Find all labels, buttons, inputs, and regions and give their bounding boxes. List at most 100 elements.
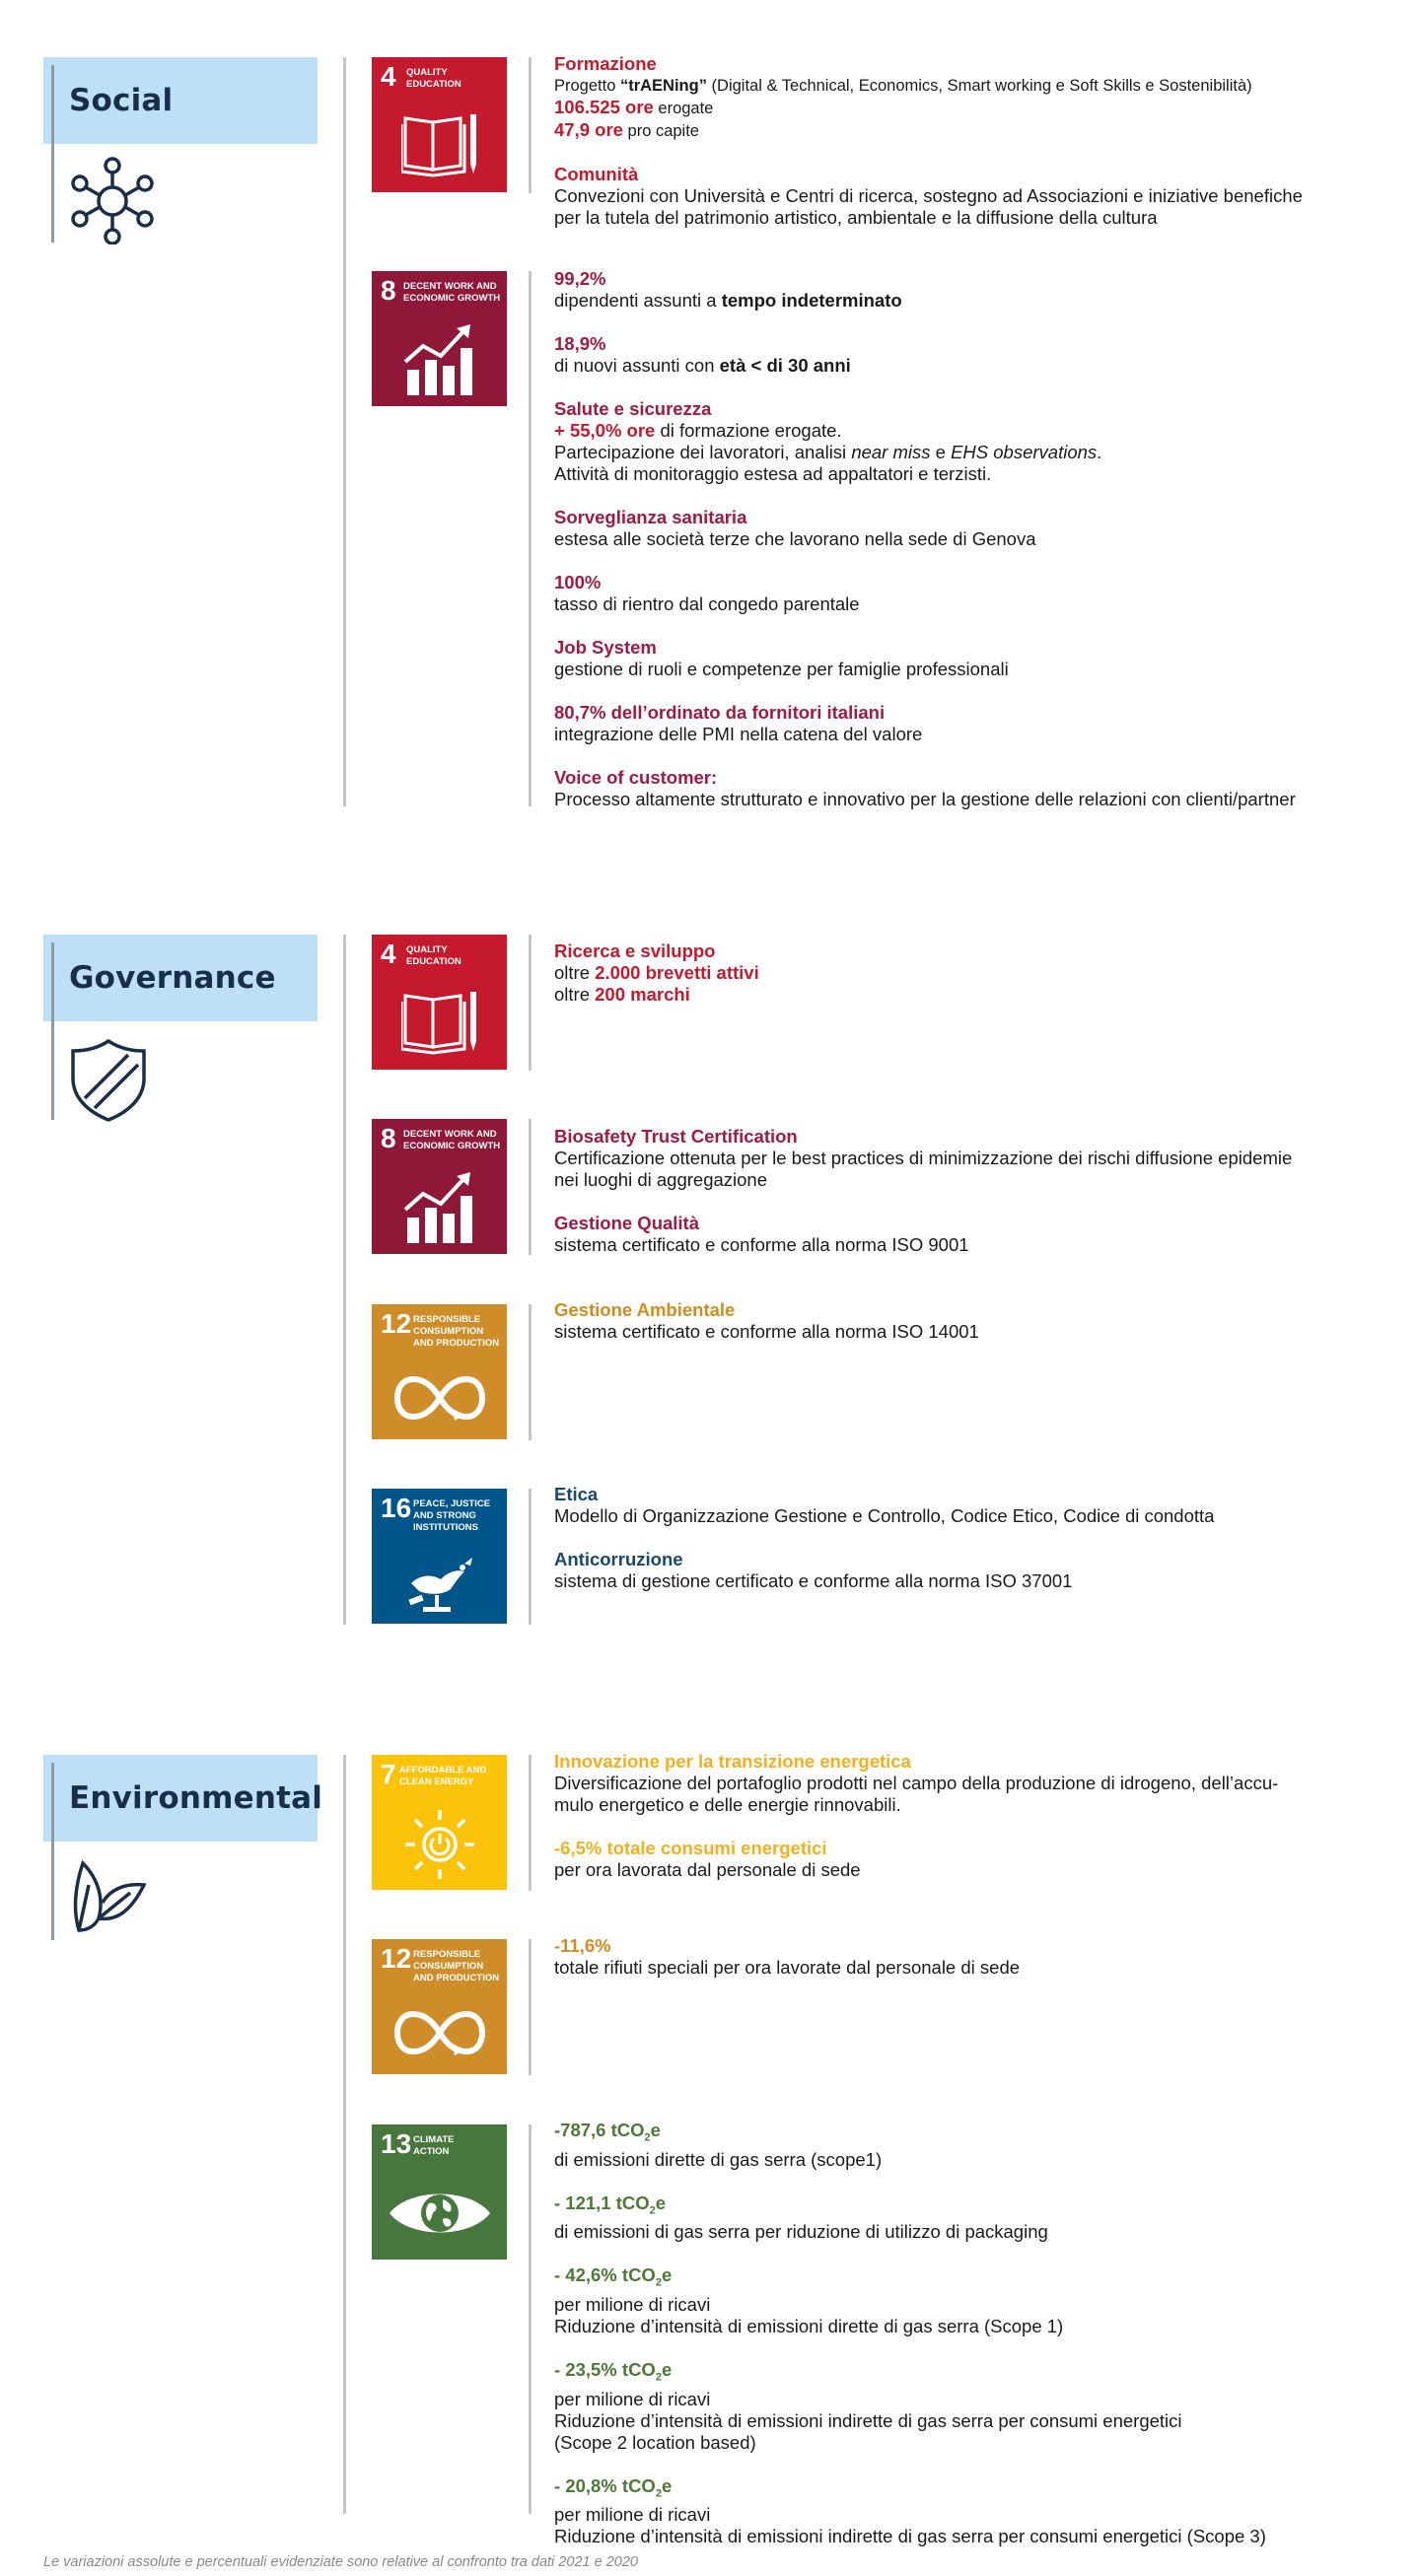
co2-unit-e: e: [655, 2192, 667, 2213]
section-label-environmental: Environmental: [43, 1755, 322, 1842]
qual-text: sistema certificato e conforme alla norm…: [554, 1234, 969, 1255]
sdg-number: 12: [381, 1943, 412, 1974]
sorv-text: estesa alle società terze che lavorano n…: [554, 528, 1036, 549]
biosafety-block: Biosafety Trust Certification Certificaz…: [554, 1126, 1402, 1191]
salute-line2-post: .: [1097, 442, 1102, 462]
consumi-block: -6,5% totale consumi energetici per ora …: [554, 1838, 1402, 1881]
sdg-label: PEACE, JUSTICE AND STRONG INSTITUTIONS: [413, 1498, 491, 1533]
sdg-number: 12: [381, 1308, 412, 1339]
social-text-top: Formazione Progetto “trAENing” (Digital …: [554, 53, 1402, 250]
job-text: gestione di ruoli e competenze per famig…: [554, 659, 1009, 679]
sdg-number: 13: [381, 2128, 412, 2159]
fornitori-block: 80,7% dell’ordinato da fornitori italian…: [554, 702, 1402, 745]
co2-sub: 2: [649, 2204, 656, 2217]
voice-text: Processo altamente strutturato e innovat…: [554, 789, 1296, 809]
emission-5-block: - 20,8% tCO2e per milione di ricavi Ridu…: [554, 2475, 1402, 2548]
e3-line2: Riduzione d’intensità di emissioni diret…: [554, 2316, 1064, 2337]
governance-text-cert: Biosafety Trust Certification Certificaz…: [554, 1126, 1402, 1278]
infinity-icon: [393, 2010, 486, 2055]
governance-text-etica: Etica Modello di Organizzazione Gestione…: [554, 1484, 1402, 1614]
innov-line2: mulo energetico e delle energie rinnovab…: [554, 1794, 901, 1815]
column-divider: [343, 1755, 346, 2514]
sdg-divider: [529, 1489, 532, 1625]
section-label-governance: Governance: [43, 935, 318, 1021]
dipendenti-block: 99,2% dipendenti assunti a tempo indeter…: [554, 268, 1402, 312]
giovani-value: 18,9%: [554, 333, 606, 354]
shield-icon: [71, 1038, 146, 1122]
co2-sub: 2: [655, 2371, 662, 2384]
giovani-block: 18,9% di nuovi assunti con età < di 30 a…: [554, 333, 1402, 377]
salute-value-text: di formazione erogate.: [655, 420, 842, 441]
brevetti-value: 2.000 brevetti attivi: [595, 962, 759, 983]
cons-title: -6,5% totale consumi energetici: [554, 1838, 827, 1858]
etica-title: Etica: [554, 1484, 599, 1504]
anti-text: sistema di gestione certificato e confor…: [554, 1570, 1073, 1591]
sdg-divider: [529, 935, 532, 1071]
ore-text: erogate: [653, 100, 714, 117]
sdg-label: DECENT WORK AND ECONOMIC GROWTH: [403, 1129, 501, 1151]
amb-title: Gestione Ambientale: [554, 1299, 736, 1320]
dip-text: dipendenti assunti a: [554, 290, 722, 311]
e4-value: - 23,5%: [554, 2359, 622, 2381]
sdg-divider: [529, 1939, 532, 2075]
dip-bold: tempo indeterminato: [721, 290, 902, 311]
sdg-13-tile: 13 CLIMATE ACTION: [372, 2124, 507, 2260]
salute-block: Salute e sicurezza + 55,0% ore di formaz…: [554, 398, 1402, 485]
emission-1-block: -787,6 tCO2e di emissioni dirette di gas…: [554, 2120, 1402, 2171]
sdg-number: 4: [381, 939, 396, 969]
co2-sub: 2: [644, 2131, 651, 2144]
infinity-icon: [393, 1375, 486, 1421]
job-title: Job System: [554, 637, 657, 658]
ricerca-block: Ricerca e sviluppo oltre 2.000 brevetti …: [554, 940, 1402, 1006]
social-text-bottom: 99,2% dipendenti assunti a tempo indeter…: [554, 268, 1402, 832]
sdg-number: 8: [381, 275, 396, 306]
comunita-title: Comunità: [554, 164, 639, 184]
growth-chart-icon: [403, 324, 472, 395]
environmental-text-waste: -11,6% totale rifiuti speciali per ora l…: [554, 1935, 1402, 2000]
governance-text-rs: Ricerca e sviluppo oltre 2.000 brevetti …: [554, 940, 1402, 1027]
sdg-label: CLIMATE ACTION: [413, 2134, 455, 2157]
procapite-text: pro capite: [622, 122, 699, 140]
environmental-text-emissions: -787,6 tCO2e di emissioni dirette di gas…: [554, 2120, 1402, 2569]
e2-text: di emissioni di gas serra per riduzione …: [554, 2221, 1048, 2243]
footnote: Le variazioni assolute e percentuali evi…: [43, 2554, 638, 2570]
sdg-label: QUALITY EDUCATION: [406, 67, 462, 90]
sdg-7-tile: 7 AFFORDABLE AND CLEAN ENERGY: [372, 1755, 507, 1890]
co2-sub: 2: [655, 2277, 662, 2290]
growth-chart-icon: [403, 1172, 472, 1243]
marchi-pre: oltre: [554, 984, 596, 1005]
emission-2-block: - 121,1 tCO2e di emissioni di gas serra …: [554, 2193, 1402, 2244]
giovani-bold: età < di 30 anni: [719, 355, 851, 376]
formazione-pre: Progetto: [554, 77, 620, 95]
section-title-governance: Governance: [69, 960, 276, 996]
formazione-title: Formazione: [554, 53, 657, 74]
section-label-social: Social: [43, 57, 318, 144]
co2-unit-e: e: [661, 2474, 673, 2496]
e5-line2: Riduzione d’intensità di emissioni indir…: [554, 2526, 1266, 2547]
marchi-value: 200 marchi: [595, 984, 690, 1005]
salute-line2-mid: e: [930, 442, 952, 462]
fornitori-text: integrazione delle PMI nella catena del …: [554, 724, 923, 744]
bio-line1: Certificazione ottenuta per le best prac…: [554, 1148, 1293, 1168]
sdg-divider: [529, 271, 532, 806]
e4-line2: Riduzione d’intensità di emissioni indir…: [554, 2409, 1182, 2431]
ore-value: 106.525 ore: [554, 97, 654, 117]
fornitori-value: 80,7% dell’ordinato da fornitori italian…: [554, 702, 886, 723]
rientro-text: tasso di rientro dal congedo parentale: [554, 593, 860, 614]
ambientale-block: Gestione Ambientale sistema certificato …: [554, 1299, 1402, 1343]
sdg-label: QUALITY EDUCATION: [406, 944, 462, 967]
salute-line3: Attività di monitoraggio estesa ad appal…: [554, 463, 992, 484]
rifiuti-block: -11,6% totale rifiuti speciali per ora l…: [554, 1935, 1402, 1979]
sdg-number: 4: [381, 61, 396, 92]
book-icon: [401, 114, 476, 177]
sdg-divider: [529, 1119, 532, 1255]
comunita-line2: per la tutela del patrimonio artistico, …: [554, 207, 1158, 228]
qualita-block: Gestione Qualità sistema certificato e c…: [554, 1213, 1402, 1256]
amb-text: sistema certificato e conforme alla norm…: [554, 1321, 979, 1342]
governance-text-amb: Gestione Ambientale sistema certificato …: [554, 1299, 1402, 1364]
e2-value: - 121,1: [554, 2192, 616, 2213]
brevetti-pre: oltre: [554, 962, 596, 983]
sorveglianza-block: Sorveglianza sanitaria estesa alle socie…: [554, 507, 1402, 550]
dip-value: 99,2%: [554, 268, 606, 289]
sdg-label: DECENT WORK AND ECONOMIC GROWTH: [403, 281, 501, 304]
